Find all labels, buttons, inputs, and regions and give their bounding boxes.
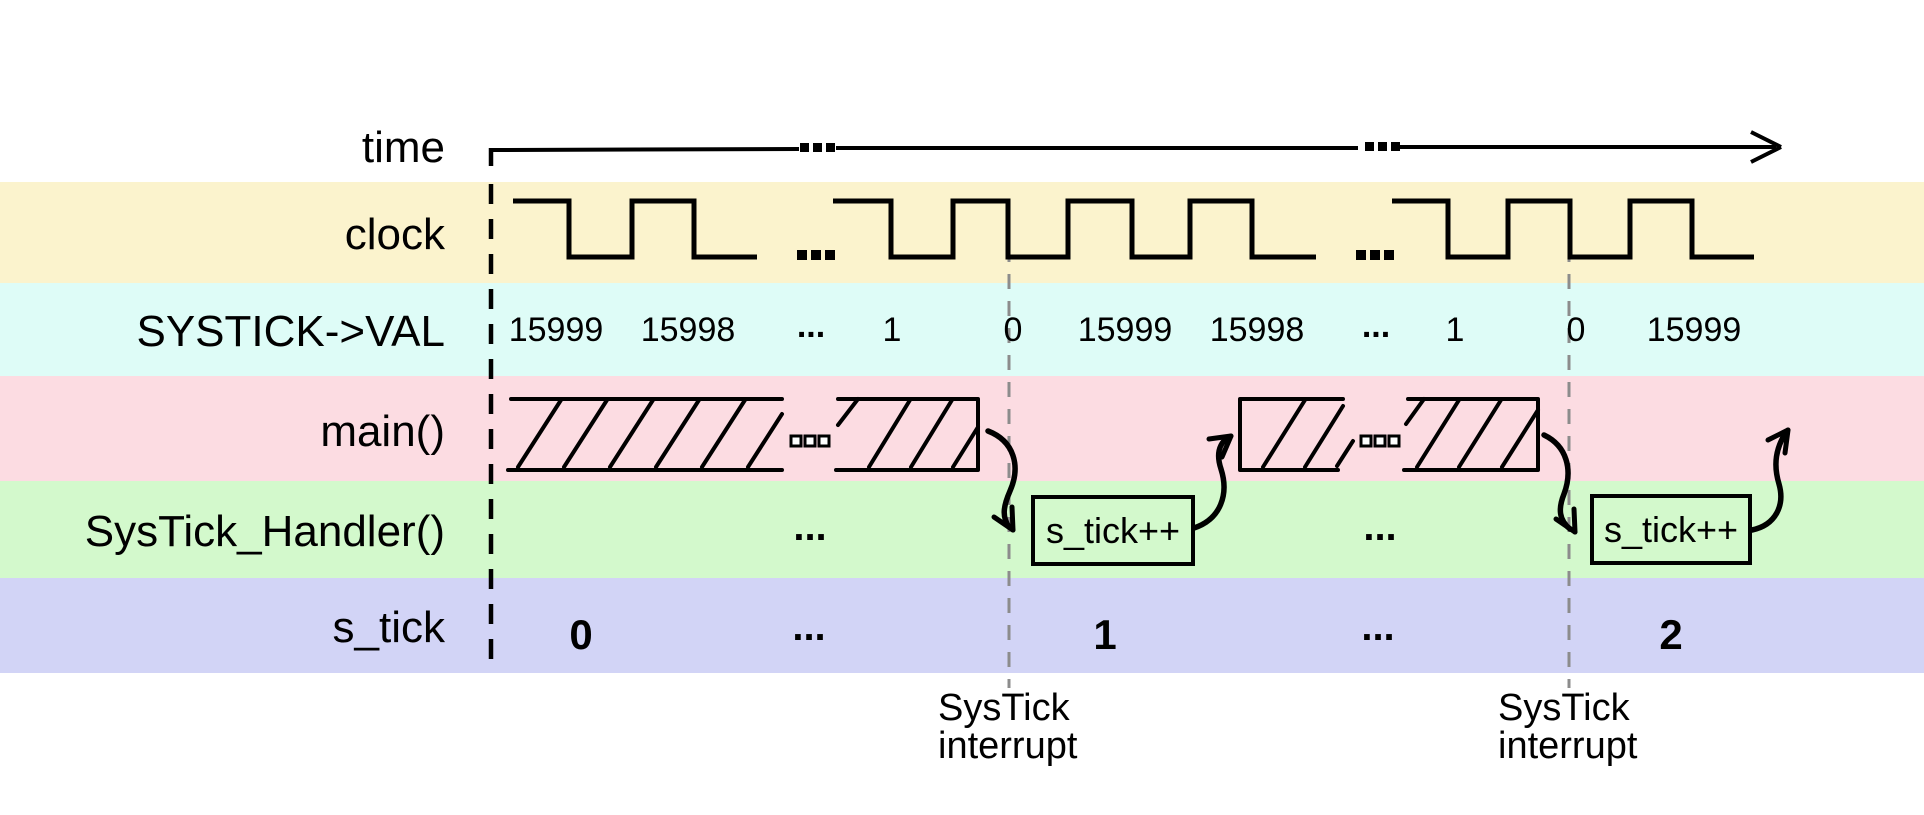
systick-value: 0 (1004, 311, 1023, 349)
systick-value: 15998 (1210, 311, 1305, 349)
main-activity-bar-4 (1402, 397, 1540, 472)
stick-increment-box-1: s_tick++ (1031, 495, 1195, 566)
interrupt-caption-line1: SysTick (1498, 687, 1631, 729)
main-ellipsis-1 (789, 434, 831, 448)
clock-row-label: clock (345, 210, 446, 259)
systick-value: 15998 (641, 311, 736, 349)
interrupt-caption-line2: interrupt (938, 725, 1078, 767)
time-row-label: time (362, 123, 445, 172)
time-ellipsis-2 (1365, 142, 1400, 151)
stick-row-band (0, 578, 1924, 673)
main-activity-bar-3 (1238, 397, 1355, 472)
main-row-band (0, 376, 1924, 481)
clock-row-band (0, 182, 1924, 283)
systick-value: 15999 (1647, 311, 1742, 349)
stick-increment-label: s_tick++ (1046, 510, 1180, 551)
interrupt-caption-1: SysTick interrupt (938, 687, 1078, 767)
main-activity-bar-1 (506, 397, 784, 472)
time-axis-arrow (490, 130, 1782, 164)
systick-value: 15999 (1078, 311, 1173, 349)
systick-value: 1 (1446, 311, 1465, 349)
time-arrowhead-icon (1750, 130, 1782, 164)
systick-row-label: SYSTICK->VAL (136, 307, 445, 356)
systick-ellipsis: ... (1362, 307, 1390, 345)
systick-row-band (0, 283, 1924, 376)
handler-ellipsis-2: ... (1363, 505, 1396, 549)
stick-ellipsis-1: ... (792, 605, 825, 649)
interrupt-caption-line1: SysTick (938, 687, 1071, 729)
handler-row-label: SysTick_Handler() (85, 507, 445, 556)
systick-value: 1 (883, 311, 902, 349)
clock-waveform (513, 198, 1754, 260)
arrowhead-down-icon (991, 504, 1016, 533)
systick-value: 0 (1567, 311, 1586, 349)
stick-value-1: 1 (1093, 611, 1116, 658)
interrupt-entry-arrow-1 (985, 428, 1018, 533)
systick-values: 15999 15998 ... 1 0 15999 15998 ... 1 0 … (509, 307, 1742, 349)
interrupt-return-arrow-2 (1749, 427, 1791, 533)
clock-ellipsis-1 (797, 250, 835, 260)
time-ellipsis-1 (800, 143, 835, 152)
systick-ellipsis: ... (797, 307, 825, 345)
interrupt-entry-arrow-2 (1541, 432, 1578, 535)
interrupt-caption-line2: interrupt (1498, 725, 1638, 767)
handler-ellipsis-1: ... (793, 505, 826, 549)
arrowhead-up-icon (1765, 427, 1791, 456)
arrowhead-down-icon (1553, 506, 1578, 535)
main-ellipsis-2 (1359, 434, 1401, 448)
stick-increment-label: s_tick++ (1604, 509, 1738, 550)
main-activity-bar-2 (834, 397, 980, 472)
interrupt-return-arrow-1 (1191, 433, 1234, 531)
stick-value-0: 0 (569, 611, 592, 658)
main-row-label: main() (320, 407, 445, 456)
interrupt-caption-2: SysTick interrupt (1498, 687, 1638, 767)
systick-value: 15999 (509, 311, 604, 349)
stick-increment-box-2: s_tick++ (1590, 494, 1752, 565)
arrowhead-up-icon (1206, 433, 1234, 460)
stick-ellipsis-2: ... (1361, 605, 1394, 649)
clock-ellipsis-2 (1356, 250, 1394, 260)
stick-value-2: 2 (1659, 611, 1682, 658)
stick-row-label: s_tick (333, 603, 446, 652)
